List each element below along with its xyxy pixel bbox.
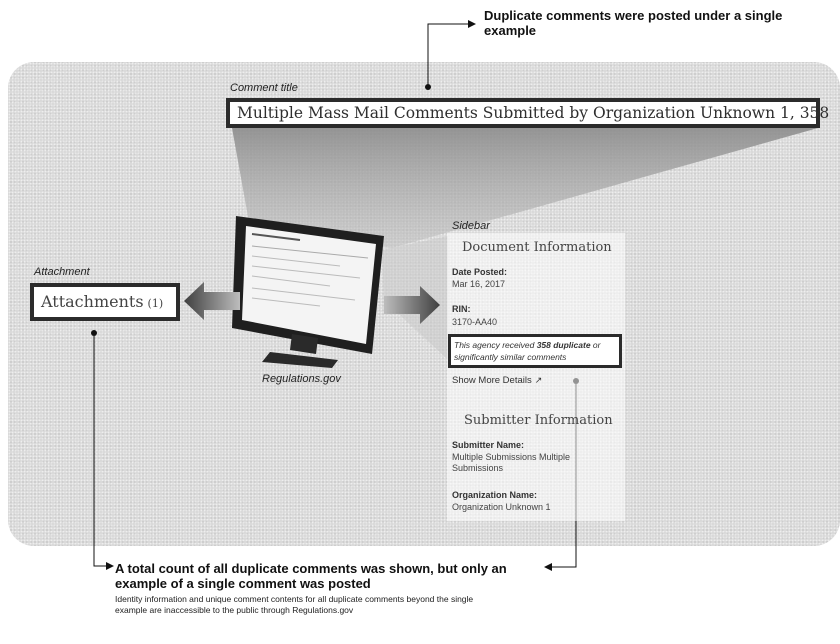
duplicate-notice-pre: This agency received bbox=[454, 340, 537, 350]
attachment-label: Attachment bbox=[34, 266, 90, 278]
attachments-count: (1) bbox=[147, 297, 164, 310]
duplicate-notice-post: or significantly similar comments bbox=[454, 340, 601, 362]
submitter-info-heading: Submitter Information bbox=[464, 413, 613, 428]
show-more-label: Show More Details bbox=[452, 375, 532, 386]
bottom-callout-headline: A total count of all duplicate comments … bbox=[115, 561, 507, 591]
organization-label: Organization Name: bbox=[452, 490, 538, 500]
monitor-icon bbox=[232, 216, 384, 368]
bottom-callout: A total count of all duplicate comments … bbox=[115, 561, 535, 616]
attachments-box: Attachments(1) bbox=[30, 283, 180, 321]
top-callout-arrowhead bbox=[468, 20, 476, 28]
attachments-text: Attachments bbox=[41, 292, 144, 311]
site-label: Regulations.gov bbox=[262, 373, 341, 385]
submitter-name-label: Submitter Name: bbox=[452, 440, 525, 450]
rin-label: RIN: bbox=[452, 304, 471, 314]
sidebar-panel bbox=[447, 233, 625, 521]
attachment-dot bbox=[91, 330, 97, 336]
rin-value: 3170-AA40 bbox=[452, 317, 498, 327]
bottom-callout-detail: Identity information and unique comment … bbox=[115, 594, 474, 615]
bottom-right-arrowhead bbox=[544, 563, 552, 571]
sidebar-label: Sidebar bbox=[452, 220, 490, 232]
arrow-to-sidebar bbox=[384, 286, 440, 324]
title-projection-wedge bbox=[232, 128, 818, 248]
submitter-name-value: Multiple Submissions Multiple Submission… bbox=[452, 452, 571, 473]
date-posted-value: Mar 16, 2017 bbox=[452, 279, 506, 289]
show-more-details-link[interactable]: Show More Details↗ bbox=[452, 375, 542, 386]
bottom-left-arrowhead bbox=[106, 562, 114, 570]
comment-title-box: Multiple Mass Mail Comments Submitted by… bbox=[226, 98, 829, 128]
date-posted-label: Date Posted: bbox=[452, 267, 508, 277]
top-callout-dot bbox=[425, 84, 431, 90]
duplicate-notice-count: 358 duplicate bbox=[536, 340, 591, 350]
document-info-heading: Document Information bbox=[462, 240, 612, 255]
top-callout: Duplicate comments were posted under a s… bbox=[484, 8, 783, 38]
comment-title-label: Comment title bbox=[230, 82, 298, 94]
duplicate-notice-box: This agency received 358 duplicate or si… bbox=[448, 334, 622, 368]
organization-value: Organization Unknown 1 bbox=[452, 502, 551, 512]
top-callout-connector bbox=[427, 23, 470, 84]
arrow-to-attachments bbox=[184, 282, 240, 320]
external-link-icon: ↗ bbox=[534, 375, 543, 385]
